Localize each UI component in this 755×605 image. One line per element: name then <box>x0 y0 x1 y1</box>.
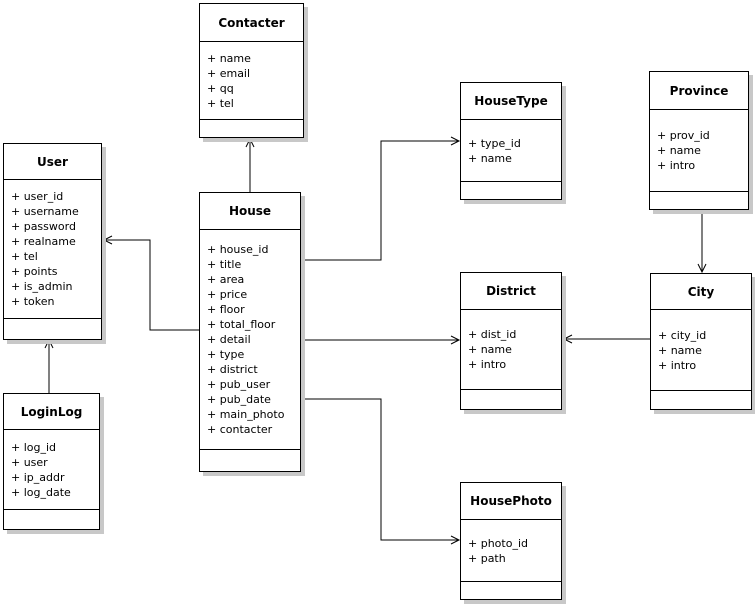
class-title-loginlog: LoginLog <box>20 404 83 419</box>
attribute-row: + intro <box>658 358 697 372</box>
relation-house-user <box>102 235 199 331</box>
class-box-province: Province + prov_id + name + intro <box>649 71 749 210</box>
attribute-row: + prov_id <box>657 129 710 142</box>
attribute-row: + user <box>11 455 48 469</box>
attribute-row: + intro <box>657 159 696 172</box>
attribute-row: + token <box>11 295 55 308</box>
class-methods-compartment <box>461 581 561 599</box>
class-methods-compartment <box>461 181 561 199</box>
attribute-row: + password <box>11 220 76 233</box>
attribute-row: + photo_id <box>468 536 528 550</box>
class-methods-compartment <box>200 119 303 137</box>
attribute-row: + name <box>657 144 701 157</box>
class-attributes-province: + prov_id + name + intro <box>650 109 748 191</box>
attribute-row: + type <box>207 348 245 361</box>
class-box-housephoto: HousePhoto + photo_id + path <box>460 482 562 600</box>
attribute-row: + tel <box>207 96 234 110</box>
class-title-city: City <box>687 284 715 299</box>
class-attributes-user: + user_id + username + password + realna… <box>4 179 101 318</box>
attribute-row: + total_floor <box>207 318 276 331</box>
attribute-row: + detail <box>207 333 251 346</box>
attribute-row: + price <box>207 288 248 301</box>
attribute-row: + contacter <box>207 423 273 436</box>
attribute-row: + district <box>207 363 258 376</box>
class-attributes-contacter: + name + email + qq + tel <box>200 41 303 119</box>
attribute-row: + house_id <box>207 243 269 256</box>
attribute-row: + is_admin <box>11 280 73 293</box>
class-methods-compartment <box>650 191 748 209</box>
class-title-district: District <box>486 284 536 298</box>
attribute-row: + type_id <box>468 136 521 150</box>
class-methods-compartment <box>461 389 561 409</box>
attribute-row: + log_date <box>11 485 71 499</box>
class-attributes-housephoto: + photo_id + path <box>461 519 561 581</box>
class-box-city: City + city_id + name + intro <box>650 273 752 410</box>
attribute-row: + name <box>468 343 512 356</box>
attribute-row: + ip_addr <box>11 470 65 484</box>
attribute-row: + points <box>11 265 58 278</box>
class-box-contacter: Contacter + name + email + qq + tel <box>199 3 304 138</box>
relation-house-housephoto <box>301 398 461 545</box>
class-title-housetype: HouseType <box>474 94 548 108</box>
attribute-row: + area <box>207 273 245 286</box>
attribute-row: + user_id <box>11 190 64 203</box>
attribute-row: + dist_id <box>468 328 517 341</box>
attribute-row: + email <box>207 66 251 80</box>
class-attributes-loginlog: + log_id + user + ip_addr + log_date <box>4 429 99 509</box>
attribute-row: + username <box>11 205 79 218</box>
class-attributes-house: + house_id + title + area + price + floo… <box>200 229 300 449</box>
class-title-housephoto: HousePhoto <box>470 494 552 508</box>
class-title-contacter: Contacter <box>218 15 285 30</box>
class-attributes-city: + city_id + name + intro <box>651 309 751 390</box>
class-title-user: User <box>37 154 68 169</box>
class-box-house: House + house_id + title + area + price … <box>199 192 301 472</box>
attribute-row: + qq <box>207 81 234 95</box>
class-title-province: Province <box>669 83 729 98</box>
attribute-row: + pub_user <box>207 378 271 391</box>
attribute-row: + name <box>207 51 251 65</box>
attribute-row: + log_id <box>11 440 57 454</box>
attribute-row: + floor <box>207 303 245 316</box>
class-box-loginlog: LoginLog + log_id + user + ip_addr + log… <box>3 393 100 530</box>
attribute-row: + city_id <box>658 328 707 342</box>
class-title-house: House <box>228 204 272 218</box>
attribute-row: + tel <box>11 250 38 263</box>
attribute-row: + pub_date <box>207 393 271 406</box>
attribute-row: + name <box>658 343 702 357</box>
attribute-row: + intro <box>468 358 507 371</box>
relation-house-housetype <box>301 136 461 261</box>
class-attributes-housetype: + type_id + name <box>461 119 561 181</box>
class-methods-compartment <box>4 318 101 339</box>
attribute-row: + path <box>468 551 506 565</box>
class-methods-compartment <box>4 509 99 529</box>
attribute-row: + realname <box>11 235 76 248</box>
attribute-row: + title <box>207 258 242 271</box>
class-box-user: User + user_id + username + password + r… <box>3 143 102 340</box>
attribute-row: + main_photo <box>207 408 285 421</box>
attribute-row: + name <box>468 151 512 165</box>
class-attributes-district: + dist_id + name + intro <box>461 309 561 389</box>
class-methods-compartment <box>651 390 751 409</box>
class-box-district: District + dist_id + name + intro <box>460 272 562 410</box>
class-methods-compartment <box>200 449 300 471</box>
class-box-housetype: HouseType + type_id + name <box>460 82 562 200</box>
